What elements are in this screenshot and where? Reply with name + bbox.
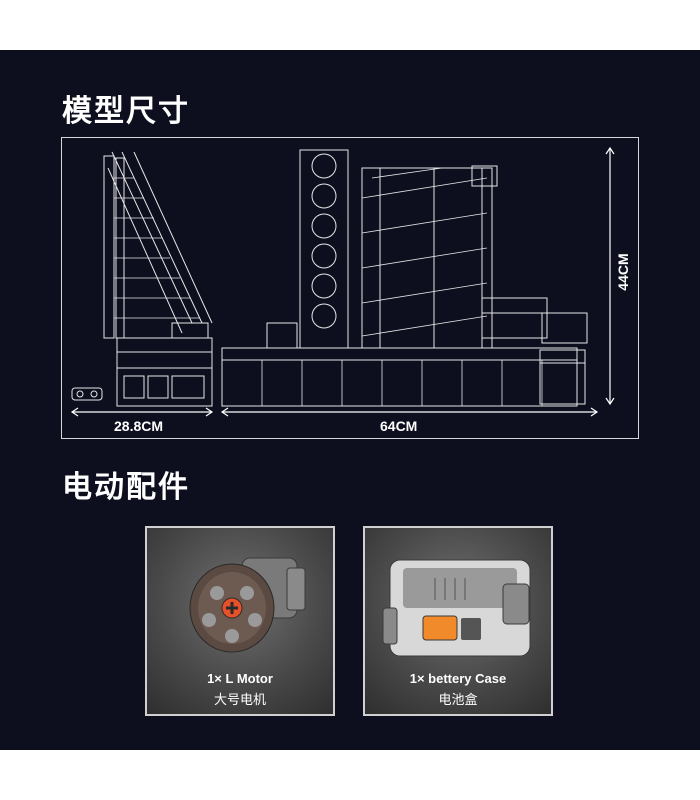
battery-name: 1× bettery Case: [409, 671, 507, 686]
content-panel: 模型尺寸: [0, 50, 700, 750]
battery-card: 1× bettery Case 电池盒: [363, 526, 553, 716]
dimensions-heading: 模型尺寸: [62, 94, 190, 129]
right-machine-drawing: [221, 149, 588, 407]
model-line-drawing: [70, 146, 615, 417]
left-tower-drawing: [71, 151, 213, 407]
motor-icon: [189, 557, 306, 653]
width-right-label: 64CM: [380, 418, 418, 434]
battery-subtitle: 电池盒: [438, 693, 478, 708]
height-label: 44CM: [615, 253, 631, 291]
motor-subtitle: 大号电机: [213, 693, 266, 708]
dimension-arrows: [70, 146, 615, 417]
battery-case-icon: [382, 559, 531, 657]
motor-name: 1× L Motor: [207, 671, 273, 686]
motor-card: 1× L Motor 大号电机: [145, 526, 335, 716]
width-left-label: 28.8CM: [114, 418, 164, 434]
accessories-heading: 电动配件: [62, 470, 190, 505]
dimension-frame: 28.8CM 64CM 44CM: [61, 137, 639, 439]
